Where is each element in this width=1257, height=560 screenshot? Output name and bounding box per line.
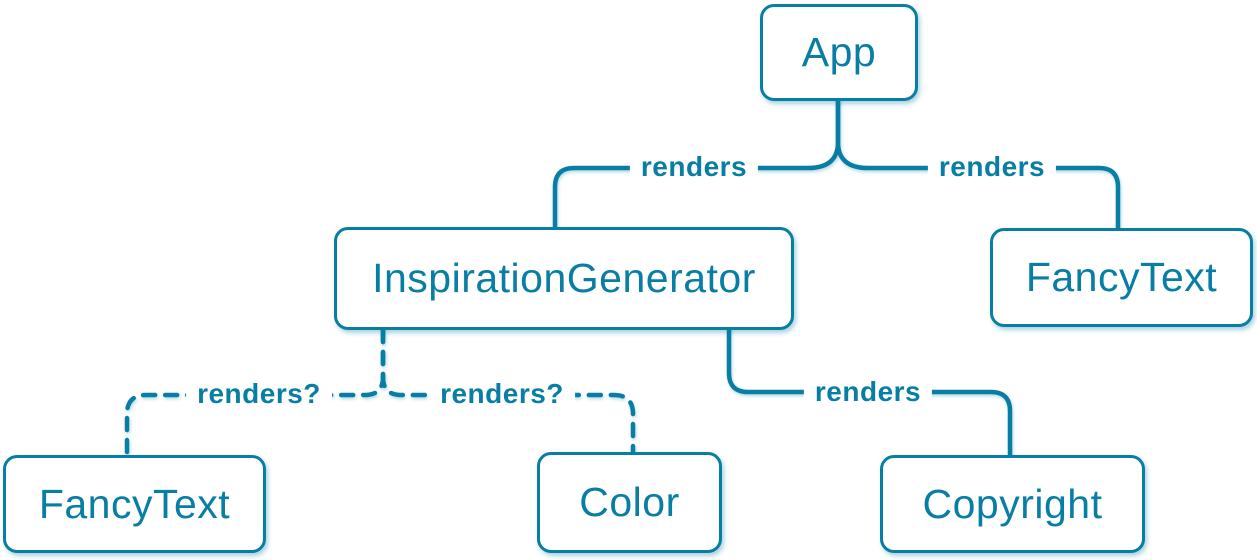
edge-label-inspiration-to-color: renders?	[429, 378, 575, 410]
edge-label-inspiration-to-copyright: renders	[803, 376, 933, 408]
edge-label-inspiration-to-fancy-text: renders?	[186, 378, 332, 410]
node-inspiration-generator: InspirationGenerator	[334, 227, 794, 330]
node-color: Color	[537, 452, 722, 553]
node-copyright: Copyright	[880, 455, 1145, 553]
edge-label-app-to-fancy-text: renders	[927, 151, 1057, 183]
edge-label-app-to-inspiration-generator: renders	[629, 151, 759, 183]
node-fancy-text-top-label: FancyText	[1025, 254, 1218, 300]
node-inspiration-generator-label: InspirationGenerator	[372, 255, 756, 301]
node-fancy-text-bottom: FancyText	[3, 455, 266, 553]
node-color-label: Color	[579, 479, 680, 525]
node-fancy-text-bottom-label: FancyText	[38, 480, 231, 527]
node-copyright-label: Copyright	[922, 480, 1103, 527]
node-fancy-text-top: FancyText	[990, 228, 1253, 327]
node-app: App	[760, 4, 918, 101]
node-app-label: App	[801, 29, 877, 75]
